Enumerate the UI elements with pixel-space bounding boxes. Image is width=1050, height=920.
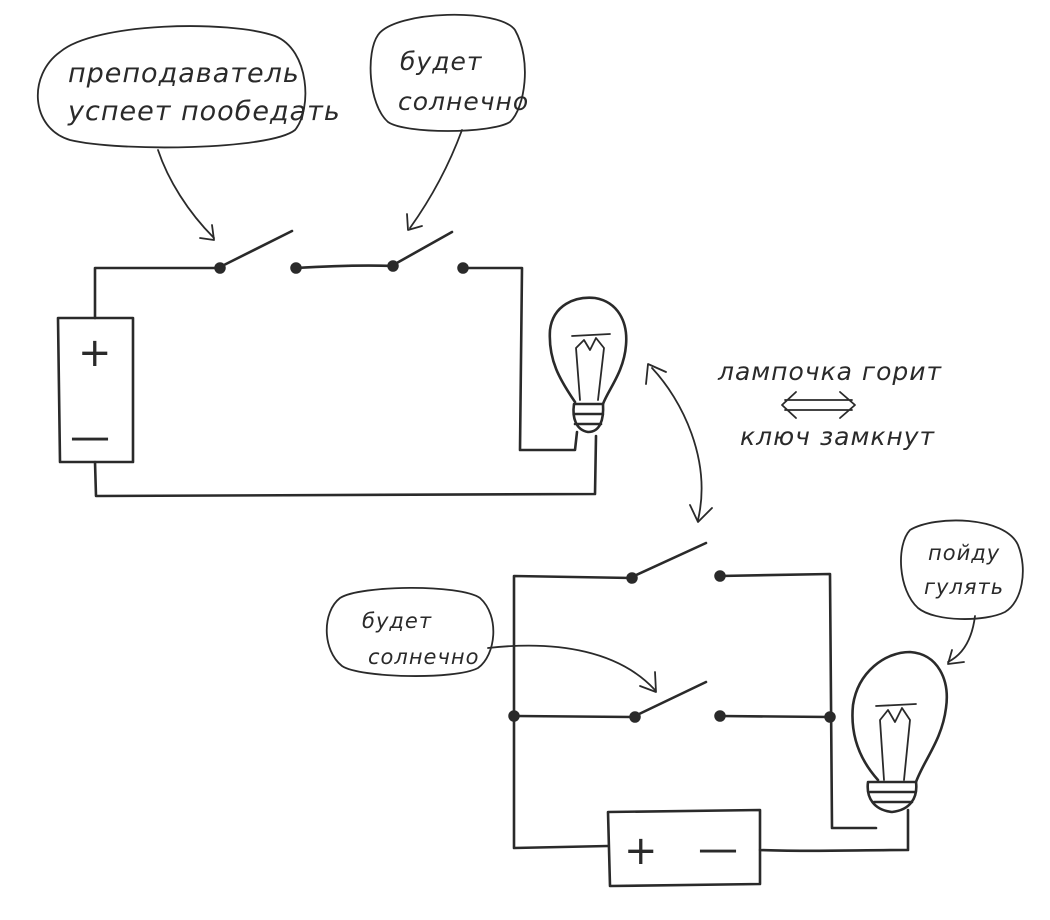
lamp-filament: [875, 703, 917, 781]
pointer-arrow-walk: [947, 615, 976, 663]
bubble-text-line1: будет: [362, 609, 432, 633]
wire-top-branch-left: [512, 574, 634, 850]
speech-bubble-sunny-top: будет солнечно: [369, 13, 529, 132]
pointer-arrow-head: [406, 213, 423, 231]
speech-bubble-teacher: преподаватель успеет пообедать: [37, 25, 341, 149]
wire-top-right: [461, 266, 579, 452]
link-arrow: [651, 367, 703, 521]
switch-b: [629, 680, 726, 723]
switch-lever: [220, 229, 294, 268]
battery-body: [606, 808, 762, 888]
equivalence-line1: лампочка горит: [717, 357, 942, 386]
battery-top: + —: [56, 316, 135, 464]
link-arrow-head-bottom: [689, 504, 713, 523]
switch-contact: [714, 570, 726, 582]
series-circuit: преподаватель успеет пообедать будет сол…: [37, 13, 628, 498]
battery-minus-sign: —: [698, 826, 739, 872]
bubble-outline: [369, 13, 526, 132]
switch-lever: [393, 230, 454, 266]
wire-bottom: [93, 434, 598, 498]
wire-bottom-branch-right: [718, 714, 832, 719]
lamp-base: [572, 402, 605, 434]
wire-bottom-branch-left: [514, 714, 634, 719]
switch-contact: [714, 710, 726, 722]
battery-plus-sign: +: [624, 828, 659, 874]
switch-contact: [457, 262, 469, 274]
parallel-circuit: будет солнечно пойду гулять: [325, 519, 1024, 888]
lamp-filament: [571, 333, 611, 401]
lamp-bulb: [548, 296, 628, 406]
bubble-text-line1: будет: [400, 47, 483, 76]
battery-bottom: + —: [606, 808, 762, 888]
wire-top-left: [93, 266, 222, 320]
battery-minus-sign: —: [70, 414, 111, 460]
pointer-arrow-head: [199, 224, 215, 241]
bubble-text-line1: пойду: [928, 541, 1000, 565]
bubble-outline: [900, 519, 1024, 620]
switch-2: [387, 230, 469, 274]
equivalence-note: лампочка горит ключ замкнут: [645, 357, 942, 523]
wire-battery-to-lamp: [758, 808, 910, 853]
wire-top-branch-right: [718, 572, 878, 830]
lamp-top: [548, 296, 628, 434]
lamp-base: [866, 780, 918, 814]
equivalence-line2: ключ замкнут: [740, 422, 936, 451]
lamp-bulb: [851, 650, 949, 784]
link-arrow-head-top: [645, 363, 667, 385]
bubble-text-line2: гулять: [924, 575, 1004, 599]
bubble-text-line2: солнечно: [368, 645, 479, 669]
battery-body: [56, 316, 135, 464]
bubble-text-line2: успеет пообедать: [67, 96, 341, 127]
switch-lever: [632, 541, 708, 578]
pointer-arrow-head: [639, 671, 657, 693]
lamp-bottom: [851, 650, 949, 814]
bubble-outline: [37, 25, 307, 149]
double-arrow-icon: [781, 391, 856, 419]
switch-a: [626, 541, 726, 584]
bubble-text-line1: преподаватель: [68, 58, 300, 89]
bubble-outline: [325, 587, 495, 677]
wire-between-switches: [294, 264, 395, 270]
junction-dot: [508, 710, 520, 722]
speech-bubble-sunny-bottom: будет солнечно: [325, 587, 495, 677]
battery-plus-sign: +: [78, 330, 113, 376]
pointer-arrow-head: [947, 649, 965, 665]
pointer-arrow-teacher: [157, 149, 215, 239]
switch-contact: [290, 262, 302, 274]
bubble-text-line2: солнечно: [398, 87, 529, 116]
speech-bubble-walk: пойду гулять: [900, 519, 1024, 620]
switch-1: [214, 229, 302, 274]
junction-dot: [824, 711, 836, 723]
switch-lever: [635, 680, 708, 717]
pointer-arrow-sunny: [409, 129, 463, 229]
